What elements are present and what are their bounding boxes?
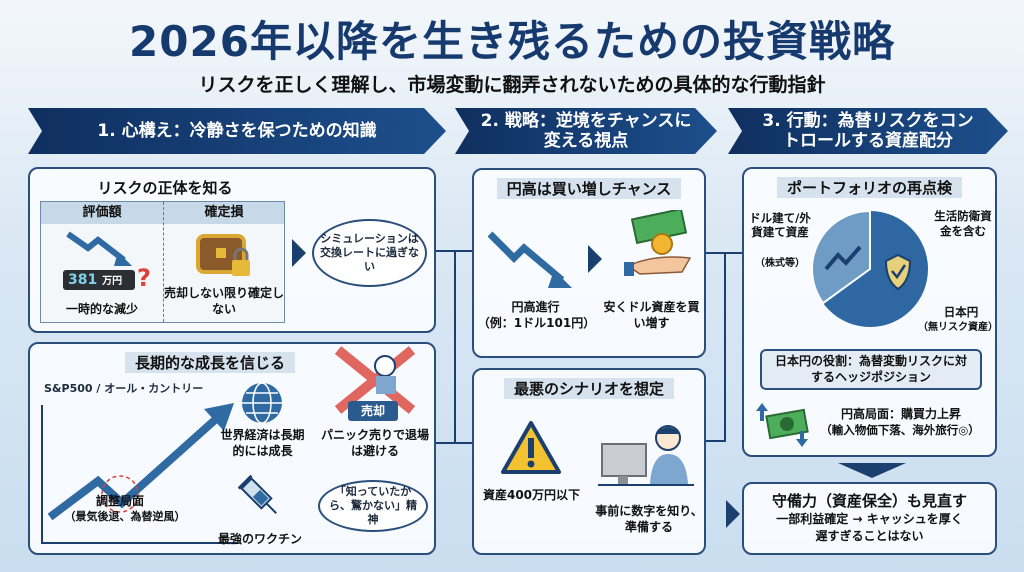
chance-heading-text: 円高は買い増しチャンス [496,178,682,199]
warning-icon [501,421,561,474]
emergency-fund-label: 生活防衛資金を含む [934,209,992,238]
display-unit: 万円 [102,276,123,287]
dip-sublabel: （景気後退、為替逆風） [64,510,186,523]
col-realized-loss: 確定損 [204,205,244,220]
vaccine-caption: 最強のワクチン [217,532,302,546]
arrow-right-icon [588,245,602,273]
page-title: 2026年以降を生き残るための投資戦略 [129,17,895,66]
connector [706,440,726,442]
foreign-asset-label: ドル建て/外貨建て資産 [749,211,811,240]
person-computer-icon [598,425,694,486]
worst-case-panel: 最悪のシナリオを想定 資産400万円以下 事前に数字を知り、準備する [472,368,706,555]
growth-chart-icon [41,403,238,544]
portfolio-panel: ポートフォリオの再点検 ドル建て/外貨建て資産 （株式等） 生活防衛資金を含む … [742,167,998,457]
growth-heading-text: 長期的な成長を信じる [125,352,296,373]
syringe-icon [237,474,277,514]
portfolio-heading-text: ポートフォリオの再点検 [776,177,962,198]
chart-label: S&P500 / オール・カントリー [44,382,204,395]
panic-person-crossed-icon [334,346,416,414]
buy-dollar-caption: 安くドル資産を買い増す [603,300,700,330]
growth-panel: 長期的な成長を信じる S&P500 / オール・カントリー 調整局面 （景気後退… [28,342,436,555]
thought-bubble: シミュレーションは交換レートに過ぎない [312,219,427,287]
display-value: 381 [68,272,98,288]
hand-money-icon [624,210,692,276]
thought-bubble-prepared: 「知っていたから、驚かない」精神 [318,480,428,532]
globe-caption: 世界経済は長期的には成長 [220,428,305,458]
realized-caption: 売却しない限り確定しない [163,286,284,316]
section-banner-action: 3. 行動：為替リスクをコントロールする資産配分 [728,108,1008,154]
col-valuation: 評価額 [82,205,122,220]
growth-heading: 長期的な成長を信じる [125,352,296,373]
locked-chest-icon [196,234,250,276]
yen-sublabel: （無リスク資産） [918,322,998,333]
valuation-caption: 一時的な減少 [65,302,138,316]
panic-caption: パニック売りで退場は避ける [320,428,429,458]
section-banner-mindset: 1. 心構え：冷静さを保つための知識 [28,108,446,154]
portfolio-pie-chart [811,209,928,327]
sell-badge: 売却 [348,401,398,421]
shield-check-icon [884,253,912,291]
risk-heading: リスクの正体を知る [97,179,233,197]
prepare-caption: 事前に数字を知り、準備する [595,504,703,534]
connector [724,252,726,440]
risk-panel: リスクの正体を知る 評価額 確定損 381 万円 ? 一時的な減少 売却しない限… [28,167,436,333]
yen-rise-caption: 円高進行 [511,300,560,314]
trend-up-icon [824,245,862,271]
yen-label: 日本円 [943,305,979,319]
asset-threshold-caption: 資産400万円以下 [482,488,581,502]
value-display: 381 万円 [63,270,135,290]
yen-rise-down-trend-icon [488,231,572,288]
defense-panel: 守備力（資産保全）も見直す 一部利益確定 → キャッシュを厚く 遅すぎることはな… [742,482,997,555]
globe-icon [242,382,282,424]
connector [436,442,472,444]
defense-line2: 遅すぎることはない [815,529,924,543]
dip-label: 調整局面 [95,494,144,508]
arrow-down-icon [838,463,906,478]
defense-line1: 一部利益確定 → キャッシュを厚く [776,512,963,526]
foreign-asset-sublabel: （株式等） [755,258,805,269]
connector [454,250,456,442]
down-trend-icon [66,231,132,266]
arrow-right-icon [292,239,306,267]
yen-role-callout: 日本円の役割：為替変動リスクに対するヘッジポジション [760,349,982,391]
chance-panel: 円高は買い増しチャンス 円高進行 （例：1ドル101円） 安くドル資産を買い増す [472,168,706,358]
worst-heading-text: 最悪のシナリオを想定 [503,378,674,399]
yen-rise-example: （例：1ドル101円） [477,316,596,330]
page-subtitle: リスクを正しく理解し、市場変動に翻弄されないための具体的な行動指針 [198,74,826,96]
question-icon: ? [137,264,151,292]
portfolio-heading: ポートフォリオの再点検 [744,177,995,198]
arrow-right-icon [726,500,740,528]
yen-high-caption: 円高局面：購買力上昇 [840,407,961,421]
yen-banknote-icon [756,403,809,447]
defense-heading: 守備力（資産保全）も見直す [771,492,967,510]
worst-heading: 最悪のシナリオを想定 [474,378,704,399]
section-banner-strategy: 2. 戦略：逆境をチャンスに変える視点 [455,108,717,154]
chance-heading: 円高は買い増しチャンス [474,178,704,199]
yen-high-sublabel: （輸入物価下落、海外旅行◎） [820,423,980,437]
risk-table: 評価額 確定損 381 万円 ? 一時的な減少 売却しない限り確定しない [40,201,285,323]
